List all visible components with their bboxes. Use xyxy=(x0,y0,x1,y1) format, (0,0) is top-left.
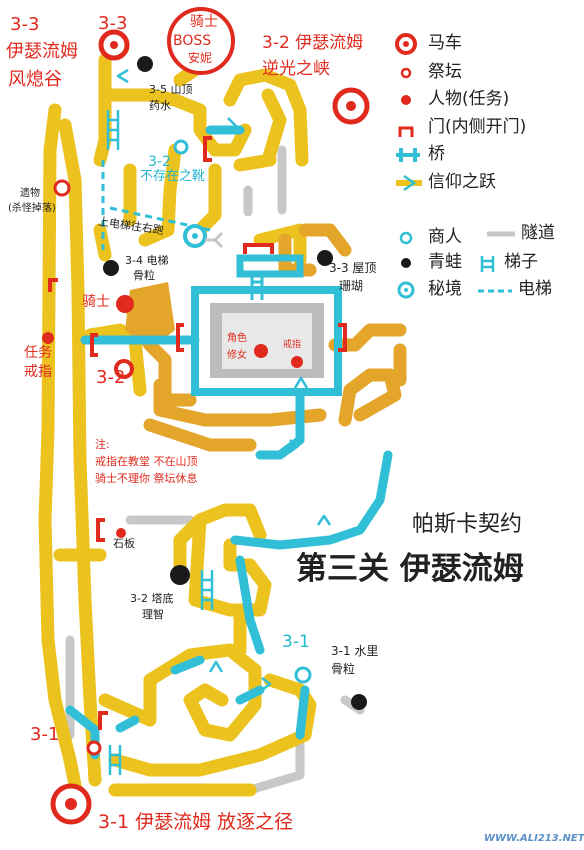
secret-marker xyxy=(183,224,224,249)
altar-32 xyxy=(114,359,134,379)
legend-carriage: 马车 xyxy=(428,33,462,53)
church-building xyxy=(191,254,342,396)
roof-label-2: 珊瑚 xyxy=(339,279,364,293)
legend-npc: 人物(任务) xyxy=(428,89,510,109)
water-label-1: 3-1 水里 xyxy=(331,644,379,658)
frog-markers xyxy=(103,56,367,710)
legend-icons xyxy=(395,33,515,299)
boss-label-1: 骑士 xyxy=(190,14,218,30)
label-33-name: 伊瑟流姆 xyxy=(6,41,78,62)
role-label-1: 角色 xyxy=(227,333,247,344)
knight-dot xyxy=(116,295,134,313)
legend-elevator: 电梯 xyxy=(518,279,552,299)
note-line-2: 骑士不理你 祭坛休息 xyxy=(95,472,198,485)
carriage-31 xyxy=(50,783,92,825)
legend-ladder: 梯子 xyxy=(504,252,538,272)
legend-faith-leap: 信仰之跃 xyxy=(428,172,496,192)
carriage-markers xyxy=(50,29,370,825)
legend-merchant: 商人 xyxy=(428,227,462,247)
ladders xyxy=(106,110,214,775)
doors xyxy=(48,136,347,730)
label-32-name: 3-2 伊瑟流姆 xyxy=(262,33,364,53)
label-32-mid: 3-2 xyxy=(96,367,126,388)
potion-label-1: 3-5 山顶 xyxy=(149,83,193,96)
label-31-cyan: 3-1 xyxy=(282,632,310,652)
knight-label: 骑士 xyxy=(82,294,110,310)
quest-label-2: 戒指 xyxy=(24,364,52,380)
merchant-markers xyxy=(173,139,312,684)
carriage-33 xyxy=(98,29,130,61)
bone-label-1: 3-4 电梯 xyxy=(125,254,169,267)
legend-frog: 青蛙 xyxy=(428,252,462,272)
relic-label-1: 遗物 xyxy=(20,188,40,199)
slab-dot xyxy=(116,528,126,538)
nun-dot xyxy=(254,344,268,358)
note-line-1: 戒指在教堂 不在山顶 xyxy=(95,455,198,468)
carriage-32 xyxy=(332,87,370,125)
legend-bridge: 桥 xyxy=(428,144,445,164)
quest-ring-dot xyxy=(42,332,54,344)
nonexist-label-1: 3-2 xyxy=(148,154,171,170)
ring-label: 戒指 xyxy=(283,340,302,350)
npc-markers xyxy=(42,295,303,538)
legend-altar: 祭坛 xyxy=(428,62,462,82)
label-31-left: 3-1 xyxy=(30,724,60,745)
legend-door: 门(内侧开门) xyxy=(428,117,527,137)
label-31-bottom: 3-1 伊瑟流姆 放逐之径 xyxy=(98,811,294,833)
relic-label-2: (杀怪掉落) xyxy=(8,203,56,214)
ring-dot xyxy=(291,356,303,368)
boss-label-3: 安妮 xyxy=(188,51,213,65)
label-32-area: 逆光之峡 xyxy=(262,59,330,79)
watermark: WWW.ALI213.NET xyxy=(484,833,584,844)
knight-plaza xyxy=(125,282,175,350)
map-title: 帕斯卡契约 xyxy=(412,512,523,537)
boss-marker xyxy=(167,7,235,75)
faith-leap-arrows xyxy=(116,68,332,691)
label-33-top: 3-3 xyxy=(98,13,128,34)
altar-31 xyxy=(86,740,102,756)
note-title: 注: xyxy=(95,438,110,451)
water-label-2: 骨粒 xyxy=(331,662,356,676)
boss-label-2: BOSS xyxy=(173,33,212,49)
map-subtitle: 第三关 伊瑟流姆 xyxy=(296,551,524,587)
relic-altar xyxy=(53,179,71,197)
roof-label-1: 3-3 屋顶 xyxy=(329,261,377,275)
role-label-2: 修女 xyxy=(227,350,247,361)
nonexist-label-2: 不存在之靴 xyxy=(140,169,206,184)
bone-label-2: 骨粒 xyxy=(133,269,155,282)
legend-secret: 秘境 xyxy=(428,279,462,299)
potion-label-2: 药水 xyxy=(149,99,171,112)
quest-label-1: 任务 xyxy=(24,345,52,361)
orange-paths xyxy=(123,223,407,452)
label-33-number: 3-3 xyxy=(10,14,40,35)
tower-label-2: 理智 xyxy=(142,608,164,621)
slab-label: 石板 xyxy=(113,537,135,550)
tower-label-1: 3-2 塔底 xyxy=(130,592,174,605)
legend-tunnel: 隧道 xyxy=(521,223,555,243)
label-33-area: 风熄谷 xyxy=(8,69,62,90)
